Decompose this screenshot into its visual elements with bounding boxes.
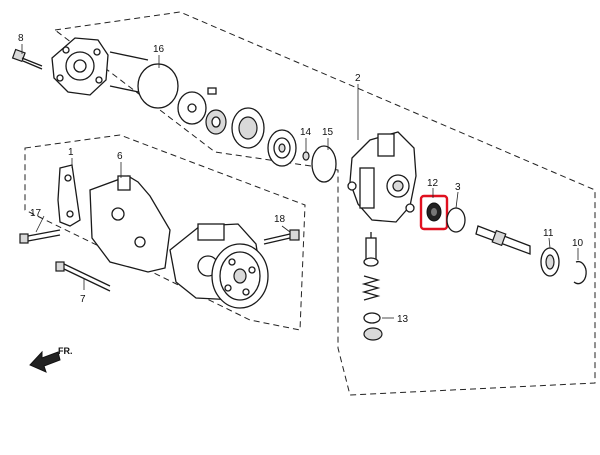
callout-13: 13 bbox=[397, 314, 409, 325]
callout-2: 2 bbox=[355, 73, 361, 84]
pressure-plate bbox=[267, 129, 297, 167]
circlip-10 bbox=[573, 260, 587, 285]
callout-17: 17 bbox=[30, 208, 42, 219]
callout-1: 1 bbox=[68, 147, 74, 158]
callout-3: 3 bbox=[455, 182, 461, 193]
pump-bracket-6 bbox=[89, 175, 171, 273]
cam-ring bbox=[231, 107, 265, 149]
bolt-17 bbox=[19, 229, 61, 244]
seal-ring-3 bbox=[446, 207, 466, 233]
front-arrow bbox=[29, 350, 61, 373]
side-plate bbox=[177, 87, 217, 125]
part-12-highlight-box bbox=[419, 194, 449, 231]
flow-control-valve bbox=[363, 232, 379, 267]
valve-cap-13 bbox=[363, 312, 383, 341]
pump-body bbox=[347, 131, 417, 223]
o-ring-16 bbox=[137, 63, 179, 109]
nut-part-12 bbox=[426, 202, 442, 222]
callout-10: 10 bbox=[572, 238, 584, 249]
pump-pulley bbox=[211, 243, 269, 309]
pump-cover bbox=[51, 37, 109, 96]
callout-7: 7 bbox=[80, 294, 86, 305]
callout-18: 18 bbox=[274, 214, 286, 225]
bearing-11 bbox=[540, 247, 560, 277]
callout-12: 12 bbox=[427, 178, 439, 189]
callout-16: 16 bbox=[153, 44, 165, 55]
adjuster-arm-1 bbox=[57, 164, 81, 227]
callout-14: 14 bbox=[300, 127, 312, 138]
small-ring-14 bbox=[302, 151, 310, 161]
rotor bbox=[205, 109, 227, 135]
cover-bolt bbox=[11, 48, 43, 70]
stud-bolt-7 bbox=[55, 261, 111, 292]
pump-body-frame bbox=[53, 11, 596, 396]
drive-shaft bbox=[475, 225, 531, 255]
valve-spring bbox=[361, 275, 381, 301]
leader-lines bbox=[21, 44, 579, 319]
bolt-18 bbox=[263, 229, 300, 245]
callout-8: 8 bbox=[18, 33, 24, 44]
front-arrow-label: FR. bbox=[58, 346, 73, 356]
bracket-group-frame bbox=[24, 134, 306, 331]
callout-15: 15 bbox=[322, 127, 334, 138]
callout-6: 6 bbox=[117, 151, 123, 162]
o-ring-15 bbox=[311, 145, 337, 183]
callout-11: 11 bbox=[543, 228, 554, 239]
